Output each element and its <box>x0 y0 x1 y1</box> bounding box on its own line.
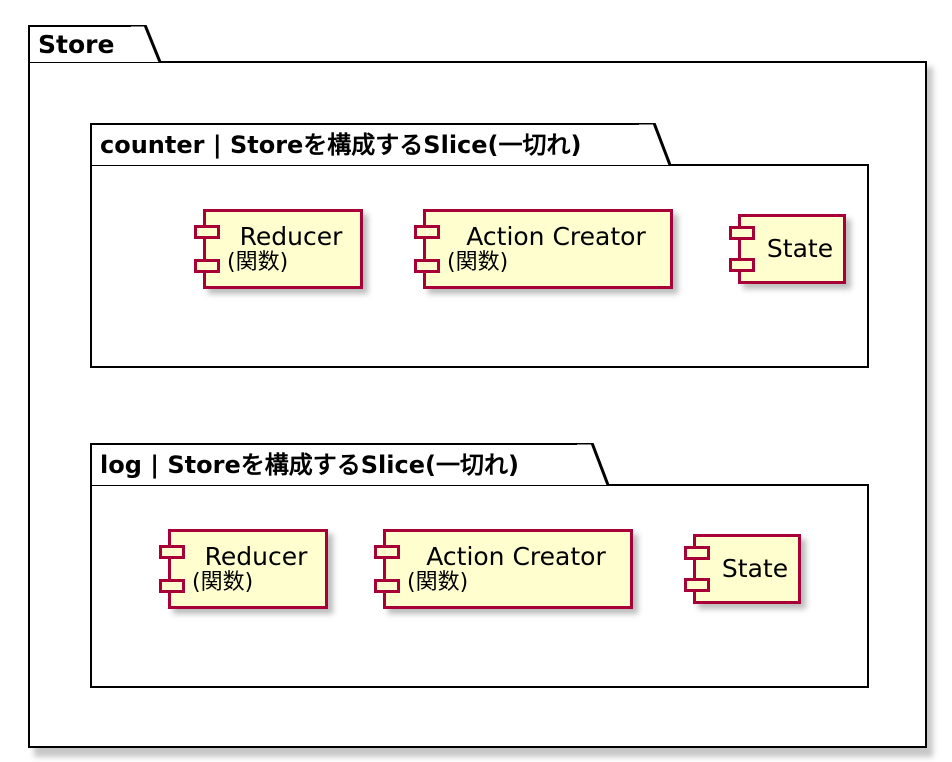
package-counter-tab[interactable]: counter | Storeを構成するSlice(一切れ) <box>90 123 641 165</box>
component-text: Action Creator (関数) <box>423 209 673 289</box>
component-title: Action Creator <box>426 541 606 571</box>
component-title: Reducer <box>239 221 343 251</box>
component-log-state[interactable]: State <box>684 534 806 609</box>
component-counter-action-creator[interactable]: Action Creator (関数) <box>414 209 678 294</box>
component-port-top-icon <box>414 225 440 239</box>
component-title: Action Creator <box>466 221 646 251</box>
component-text: Reducer (関数) <box>168 529 328 609</box>
component-port-bottom-icon <box>159 579 185 593</box>
component-text: Reducer (関数) <box>203 209 363 289</box>
component-counter-state[interactable]: State <box>729 214 851 289</box>
component-title: Reducer <box>204 541 308 571</box>
package-store-tab[interactable]: Store <box>28 25 133 62</box>
component-body <box>423 209 673 289</box>
component-subtitle: (関数) <box>192 569 254 595</box>
package-log-tab[interactable]: log | Storeを構成するSlice(一切れ) <box>90 443 579 485</box>
component-counter-reducer[interactable]: Reducer (関数) <box>194 209 368 294</box>
component-text: Action Creator (関数) <box>383 529 633 609</box>
component-body <box>693 534 801 604</box>
component-subtitle: (関数) <box>407 569 469 595</box>
component-text: State <box>738 214 846 284</box>
component-port-top-icon <box>374 545 400 559</box>
component-subtitle: (関数) <box>447 249 509 275</box>
component-body <box>168 529 328 609</box>
component-title: State <box>721 554 789 583</box>
package-store-tab-slant <box>131 25 161 64</box>
component-port-top-icon <box>729 226 755 240</box>
package-store-label: Store <box>38 30 115 59</box>
package-counter-label: counter | Storeを構成するSlice(一切れ) <box>100 131 582 159</box>
component-title: State <box>766 234 834 263</box>
component-port-bottom-icon <box>194 259 220 273</box>
component-port-bottom-icon <box>684 578 710 592</box>
component-body <box>203 209 363 289</box>
package-store[interactable]: Store counter | Storeを構成するSlice(一切れ) <box>28 25 933 757</box>
package-log-label: log | Storeを構成するSlice(一切れ) <box>100 451 519 479</box>
package-counter[interactable]: counter | Storeを構成するSlice(一切れ) Reducer (… <box>90 123 875 375</box>
component-text: State <box>693 534 801 604</box>
component-subtitle: (関数) <box>227 249 289 275</box>
package-log[interactable]: log | Storeを構成するSlice(一切れ) Reducer (関数) <box>90 443 875 695</box>
component-log-reducer[interactable]: Reducer (関数) <box>159 529 333 614</box>
component-body <box>383 529 633 609</box>
component-port-bottom-icon <box>729 258 755 272</box>
component-body <box>738 214 846 284</box>
component-port-top-icon <box>194 225 220 239</box>
component-port-top-icon <box>684 546 710 560</box>
component-port-bottom-icon <box>374 579 400 593</box>
component-log-action-creator[interactable]: Action Creator (関数) <box>374 529 638 614</box>
component-port-bottom-icon <box>414 259 440 273</box>
component-port-top-icon <box>159 545 185 559</box>
